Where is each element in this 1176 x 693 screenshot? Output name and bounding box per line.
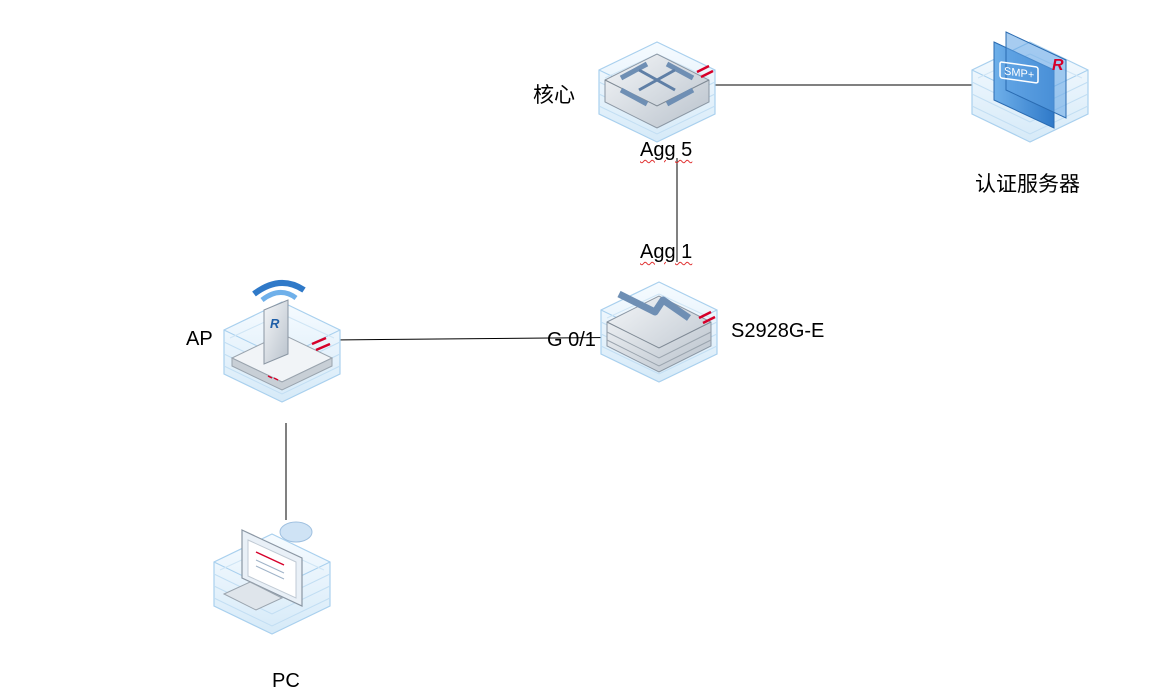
svg-text:R: R (270, 316, 280, 331)
svg-text:SMP+: SMP+ (1004, 65, 1034, 81)
core-port-label: Agg 5 (640, 139, 693, 161)
switch-ap-port-label: G 0/1 (547, 329, 596, 351)
access-switch-icon[interactable] (600, 281, 718, 383)
core-switch-icon[interactable] (598, 41, 716, 143)
pc-name-label: PC (272, 670, 300, 692)
svg-text:R: R (1052, 57, 1064, 74)
pc-icon[interactable] (213, 521, 331, 635)
core-name-label: 核心 (533, 83, 575, 107)
links (285, 84, 978, 520)
ap-name-label: AP (186, 328, 213, 350)
smp-server-icon[interactable]: SMP+ R (971, 31, 1089, 143)
switch-name-label: S2928G-E (731, 320, 825, 342)
switch-uplink-port-label: Agg 1 (640, 241, 693, 263)
wireless-ap-icon[interactable]: R (223, 280, 341, 403)
server-name-label: 认证服务器 (975, 172, 1080, 196)
